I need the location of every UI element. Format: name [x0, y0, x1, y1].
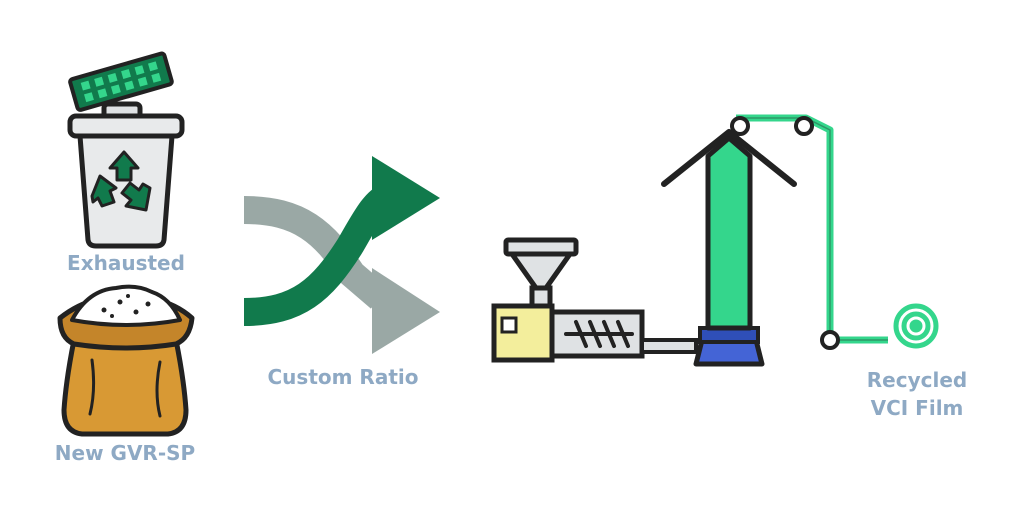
- recycle-bin-icon: [67, 51, 185, 249]
- shuffle-arrows-icon: [243, 156, 440, 354]
- label-new-gvr-sp: New GVR-SP: [54, 441, 196, 465]
- label-recycled: Recycled: [866, 368, 968, 392]
- label-exhausted: Exhausted: [67, 251, 185, 275]
- hopper-icon: [503, 237, 579, 309]
- vci-strip-icon: [68, 51, 174, 112]
- screw-icon: [564, 320, 634, 348]
- label-recycled-vci-film: Recycled VCI Film: [842, 366, 992, 422]
- label-custom-ratio: Custom Ratio: [267, 365, 419, 389]
- powder-sack-icon: [57, 284, 195, 437]
- label-vci-film: VCI Film: [870, 396, 964, 420]
- film-roll-icon: [893, 303, 939, 349]
- blown-film-extruder-icon: [491, 114, 888, 367]
